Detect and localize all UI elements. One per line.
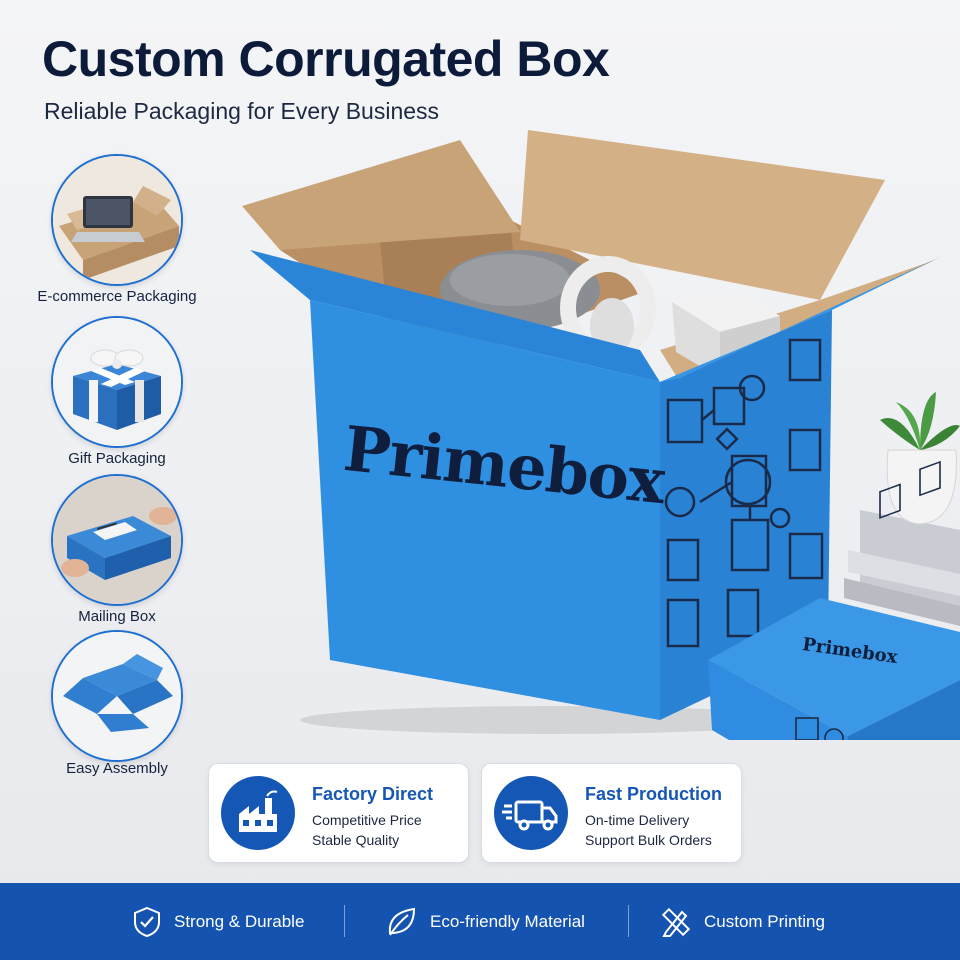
feature-assembly: Easy Assembly (50, 630, 184, 777)
feature-label: Mailing Box (78, 608, 156, 625)
footer-label: Eco-friendly Material (430, 912, 585, 931)
pencil-ruler-icon (661, 907, 691, 937)
flat-box-icon (51, 630, 183, 762)
feature-label: Gift Packaging (68, 450, 166, 467)
footer-label: Custom Printing (704, 912, 825, 931)
footer-item-strong: Strong & Durable (132, 905, 304, 939)
laptop-in-box-icon (51, 154, 183, 286)
card-factory-direct: Factory Direct Competitive Price Stable … (208, 763, 469, 863)
plant-decoration (880, 392, 960, 525)
delivery-truck-icon (494, 776, 568, 850)
card-line: On-time Delivery (585, 812, 690, 828)
feature-label: E-commerce Packaging (37, 288, 197, 305)
page-title: Custom Corrugated Box (42, 31, 610, 87)
footer-item-eco: Eco-friendly Material (384, 905, 585, 939)
box-pattern (664, 338, 824, 648)
card-title: Fast Production (585, 784, 723, 804)
leaf-icon (388, 907, 416, 936)
mailing-box-icon (51, 474, 183, 606)
footer-divider (344, 905, 345, 937)
card-line: Stable Quality (312, 832, 400, 848)
card-title: Factory Direct (312, 784, 434, 804)
footer-item-printing: Custom Printing (660, 905, 825, 939)
card-line: Support Bulk Orders (585, 832, 712, 848)
feature-gift: Gift Packaging (50, 316, 184, 467)
card-fast-production: Fast Production On-time Delivery Support… (481, 763, 742, 863)
feature-mailing: Mailing Box (50, 474, 184, 625)
page-subtitle: Reliable Packaging for Every Business (44, 98, 440, 124)
footer-divider (628, 905, 629, 937)
footer-bar: Strong & Durable Eco-friendly Material C… (0, 883, 960, 960)
footer-label: Strong & Durable (174, 912, 305, 931)
gift-box-icon (51, 316, 183, 448)
card-line: Competitive Price (312, 812, 422, 828)
books-decoration (844, 510, 960, 626)
feature-label: Easy Assembly (66, 760, 168, 777)
hero-illustration: Primebox Primebox (220, 120, 960, 810)
factory-icon (221, 776, 295, 850)
shield-check-icon (134, 906, 160, 938)
feature-ecommerce: E-commerce Packaging (37, 154, 197, 305)
